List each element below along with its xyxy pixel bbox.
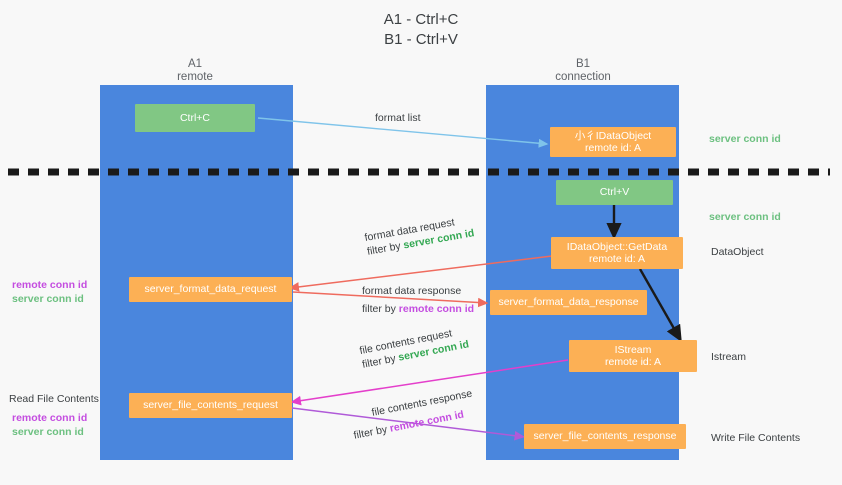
node-idataobject[interactable]: 小彳IDataObject remote id: A — [550, 127, 676, 157]
node-server-format-data-request-label: server_format_data_request — [144, 283, 277, 296]
node-ctrl-c-label: Ctrl+C — [179, 111, 211, 124]
lane-header-a1-sub: remote — [177, 71, 213, 83]
title-line-2: B1 - Ctrl+V — [384, 31, 458, 48]
node-idataobject-getdata-line1: IDataObject::GetData — [566, 240, 668, 253]
edge-label-format-list-text: format list — [375, 112, 421, 124]
edge-label-file-contents-request: file contents request filter by server c… — [358, 324, 471, 372]
annotation-right-dataobject-text: DataObject — [711, 246, 764, 258]
node-server-format-data-response[interactable]: server_format_data_response — [490, 290, 647, 315]
annotation-right-write-file-contents: Write File Contents — [711, 431, 800, 445]
annotation-left-server-conn-1: server conn id — [12, 293, 84, 305]
node-ctrl-v[interactable]: Ctrl+V — [556, 180, 673, 205]
annotation-left-read-file-contents: Read File Contents — [9, 392, 99, 406]
annotation-right-server-conn-top-text: server conn id — [709, 133, 781, 145]
edge-label-file-contents-response: file contents response filter by remote … — [349, 387, 477, 443]
lane-header-b1-name: B1 — [575, 58, 591, 70]
node-istream-line2: remote id: A — [604, 356, 662, 368]
annotation-left-server-conn-2: server conn id — [12, 426, 84, 438]
annotation-right-server-conn-mid: server conn id — [709, 210, 781, 224]
page-title: A1 - Ctrl+C B1 - Ctrl+V — [0, 10, 842, 50]
node-server-file-contents-request-label: server_file_contents_request — [143, 399, 278, 412]
title-line-1: A1 - Ctrl+C — [383, 11, 459, 28]
node-istream-line1: IStream — [614, 343, 652, 356]
node-server-format-data-request[interactable]: server_format_data_request — [129, 277, 292, 302]
lane-header-b1: B1 connection — [493, 58, 673, 84]
edge-label-format-data-request: format data request filter by server con… — [364, 212, 476, 258]
edge-label-format-data-response-line1: format data response — [362, 285, 462, 297]
node-server-file-contents-request[interactable]: server_file_contents_request — [129, 393, 292, 418]
edge-label-file-contents-response-prefix: filter by — [352, 422, 392, 442]
edge-label-format-data-response-line2: filter by remote conn id — [362, 302, 474, 316]
annotation-right-write-file-contents-text: Write File Contents — [711, 432, 801, 444]
annotation-right-istream-text: Istream — [711, 351, 747, 363]
node-idataobject-getdata[interactable]: IDataObject::GetData remote id: A — [551, 237, 683, 269]
edge-label-format-data-response-token: remote conn id — [398, 303, 475, 315]
node-server-file-contents-response-label: server_file_contents_response — [533, 430, 677, 443]
node-server-file-contents-response[interactable]: server_file_contents_response — [524, 424, 686, 449]
node-ctrl-c[interactable]: Ctrl+C — [135, 104, 255, 132]
lane-header-b1-sub: connection — [555, 71, 611, 83]
annotation-left-conn-ids-2: remote conn id server conn id — [12, 411, 87, 439]
node-istream[interactable]: IStream remote id: A — [569, 340, 697, 372]
edge-label-format-data-response: format data response filter by remote co… — [362, 284, 474, 316]
node-server-format-data-response-label: server_format_data_response — [498, 296, 639, 309]
annotation-right-server-conn-mid-text: server conn id — [709, 211, 781, 223]
node-ctrl-v-label: Ctrl+V — [599, 186, 630, 199]
node-idataobject-line1: 小彳IDataObject — [574, 129, 652, 142]
lane-header-a1: A1 remote — [105, 58, 285, 84]
annotation-right-istream: Istream — [711, 350, 746, 364]
node-idataobject-getdata-line2: remote id: A — [588, 253, 646, 265]
annotation-left-remote-conn-2: remote conn id — [12, 412, 88, 424]
annotation-left-read-file-contents-text: Read File Contents — [9, 393, 99, 405]
edge-label-format-data-response-prefix: filter by — [362, 303, 399, 315]
node-idataobject-line2: remote id: A — [584, 142, 642, 154]
annotation-left-remote-conn-1: remote conn id — [12, 279, 88, 291]
lane-header-a1-name: A1 — [187, 58, 203, 70]
annotation-right-dataobject: DataObject — [711, 245, 764, 259]
edge-label-format-list: format list — [375, 111, 421, 125]
annotation-right-server-conn-top: server conn id — [709, 132, 781, 146]
annotation-left-conn-ids-1: remote conn id server conn id — [12, 278, 87, 306]
